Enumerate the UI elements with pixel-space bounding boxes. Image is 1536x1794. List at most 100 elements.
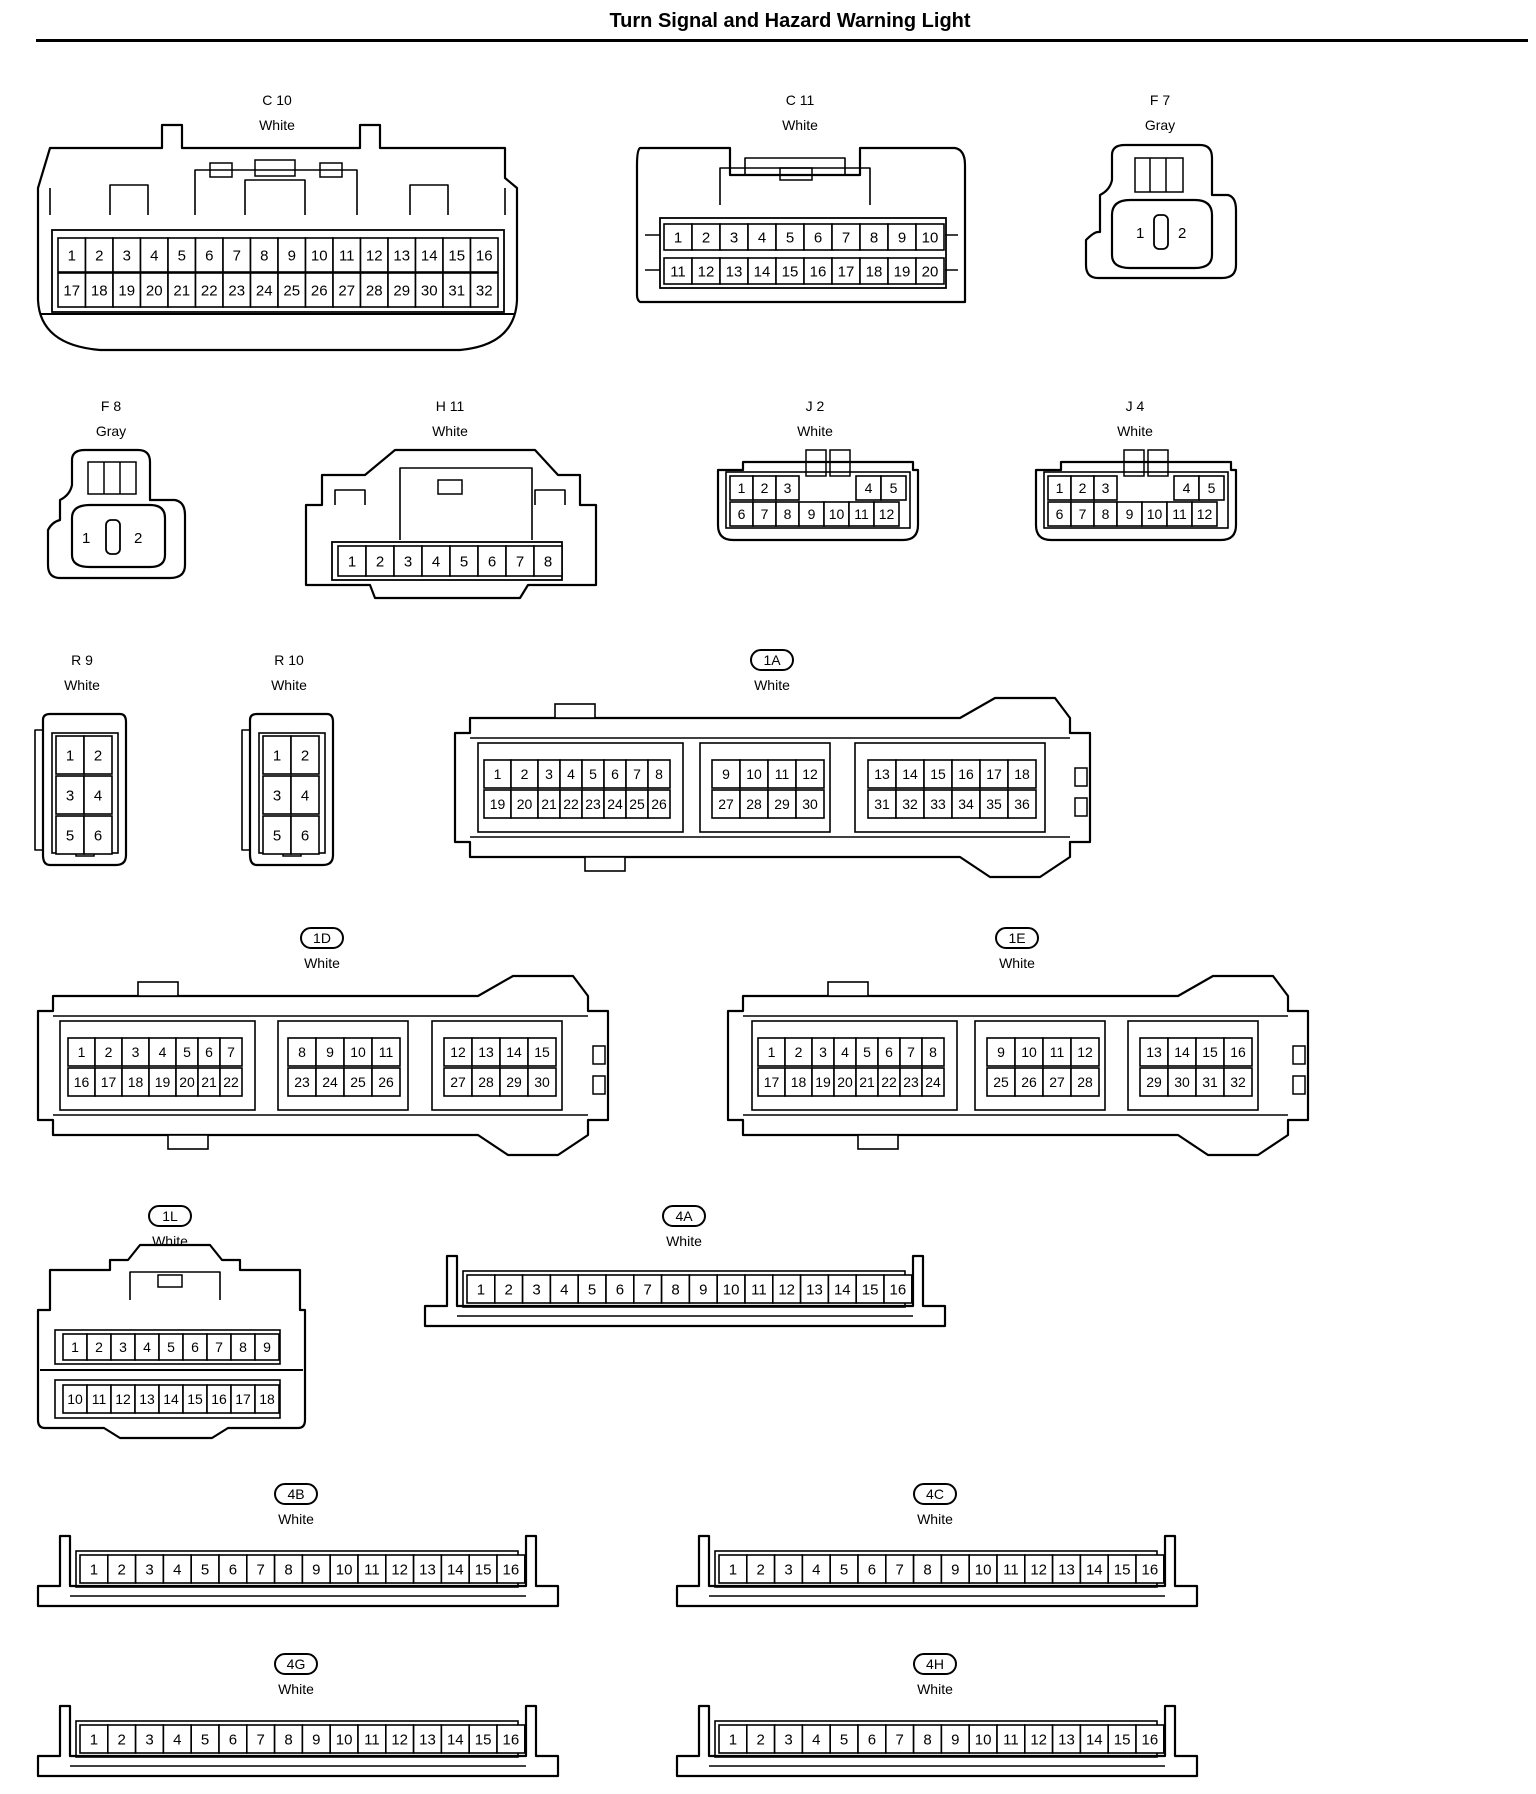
pin-8: 8: [870, 229, 878, 246]
pin-4: 4: [841, 1044, 849, 1060]
pin-28: 28: [1077, 1074, 1093, 1090]
pin-2: 2: [521, 766, 529, 782]
pin-14: 14: [506, 1044, 522, 1060]
pin-1: 1: [494, 766, 502, 782]
pin-3: 3: [784, 1561, 792, 1578]
pin-3: 3: [145, 1731, 153, 1748]
pin-14: 14: [1174, 1044, 1190, 1060]
pin-2: 2: [376, 553, 384, 570]
pin-4: 4: [173, 1731, 181, 1748]
connector-label: 4B: [287, 1486, 304, 1502]
connector-color: White: [152, 1233, 188, 1249]
pin-1: 1: [90, 1561, 98, 1578]
pin-18: 18: [128, 1074, 144, 1090]
pin-12: 12: [1030, 1561, 1047, 1578]
page-title: Turn Signal and Hazard Warning Light: [609, 10, 971, 32]
pin-14: 14: [421, 247, 438, 264]
connector-label: 4H: [926, 1656, 944, 1672]
pin-12: 12: [1030, 1731, 1047, 1748]
pin-25: 25: [629, 796, 645, 812]
pin-8: 8: [923, 1731, 931, 1748]
pin-10: 10: [975, 1731, 992, 1748]
pin-10: 10: [67, 1391, 83, 1407]
connector-color: White: [1117, 423, 1153, 439]
pin-9: 9: [263, 1339, 271, 1355]
pin-8: 8: [260, 247, 268, 264]
connector-color: White: [782, 117, 818, 133]
pin-13: 13: [874, 766, 890, 782]
pin-10: 10: [746, 766, 762, 782]
pin-5: 5: [1208, 480, 1216, 496]
pin-4: 4: [150, 247, 158, 264]
pin-1: 1: [1136, 225, 1144, 242]
connector-color: White: [666, 1233, 702, 1249]
pin-12: 12: [391, 1561, 408, 1578]
connector-label: 4C: [926, 1486, 944, 1502]
connector-label: C 11: [786, 92, 815, 108]
pin-9: 9: [288, 247, 296, 264]
pin-29: 29: [506, 1074, 522, 1090]
pin-11: 11: [775, 766, 790, 782]
pin-9: 9: [312, 1731, 320, 1748]
pin-7: 7: [227, 1044, 235, 1060]
pin-27: 27: [718, 796, 734, 812]
pin-8: 8: [655, 766, 663, 782]
pin-10: 10: [723, 1281, 740, 1298]
pin-1: 1: [348, 553, 356, 570]
pin-6: 6: [868, 1561, 876, 1578]
pin-3: 3: [145, 1561, 153, 1578]
pin-12: 12: [778, 1281, 795, 1298]
pin-1: 1: [477, 1281, 485, 1298]
connector-c11-header: C 11 White: [782, 92, 818, 133]
connector-color: White: [917, 1511, 953, 1527]
pin-15: 15: [187, 1391, 203, 1407]
pin-23: 23: [228, 282, 245, 299]
pin-4: 4: [94, 787, 102, 804]
pin-9: 9: [312, 1561, 320, 1578]
pin-5: 5: [588, 1281, 596, 1298]
connector-color: White: [999, 955, 1035, 971]
pin-10: 10: [336, 1561, 353, 1578]
pin-20: 20: [146, 282, 163, 299]
pin-10: 10: [922, 229, 939, 246]
pin-21: 21: [541, 796, 557, 812]
pin-27: 27: [450, 1074, 466, 1090]
pin-4: 4: [143, 1339, 151, 1355]
pin-31: 31: [874, 796, 890, 812]
pin-7: 7: [896, 1561, 904, 1578]
connector-label: F 7: [1150, 92, 1170, 108]
pin-8: 8: [544, 553, 552, 570]
pin-13: 13: [1058, 1561, 1075, 1578]
pin-14: 14: [834, 1281, 851, 1298]
pin-19: 19: [490, 796, 506, 812]
pin-15: 15: [475, 1731, 492, 1748]
connector-label: 1E: [1008, 930, 1025, 946]
pin-16: 16: [958, 766, 974, 782]
pin-3: 3: [784, 480, 792, 496]
pin-15: 15: [448, 247, 465, 264]
pin-31: 31: [1202, 1074, 1218, 1090]
pin-9: 9: [722, 766, 730, 782]
pin-2: 2: [134, 530, 142, 547]
pin-5: 5: [183, 1044, 191, 1060]
pin-7: 7: [896, 1731, 904, 1748]
pin-28: 28: [746, 796, 762, 812]
connector-color: White: [278, 1681, 314, 1697]
pin-4: 4: [758, 229, 766, 246]
connector-color: White: [278, 1511, 314, 1527]
pin-25: 25: [283, 282, 300, 299]
pin-18: 18: [91, 282, 108, 299]
pin-25: 25: [993, 1074, 1009, 1090]
pin-12: 12: [1197, 506, 1213, 522]
pin-4: 4: [812, 1731, 820, 1748]
